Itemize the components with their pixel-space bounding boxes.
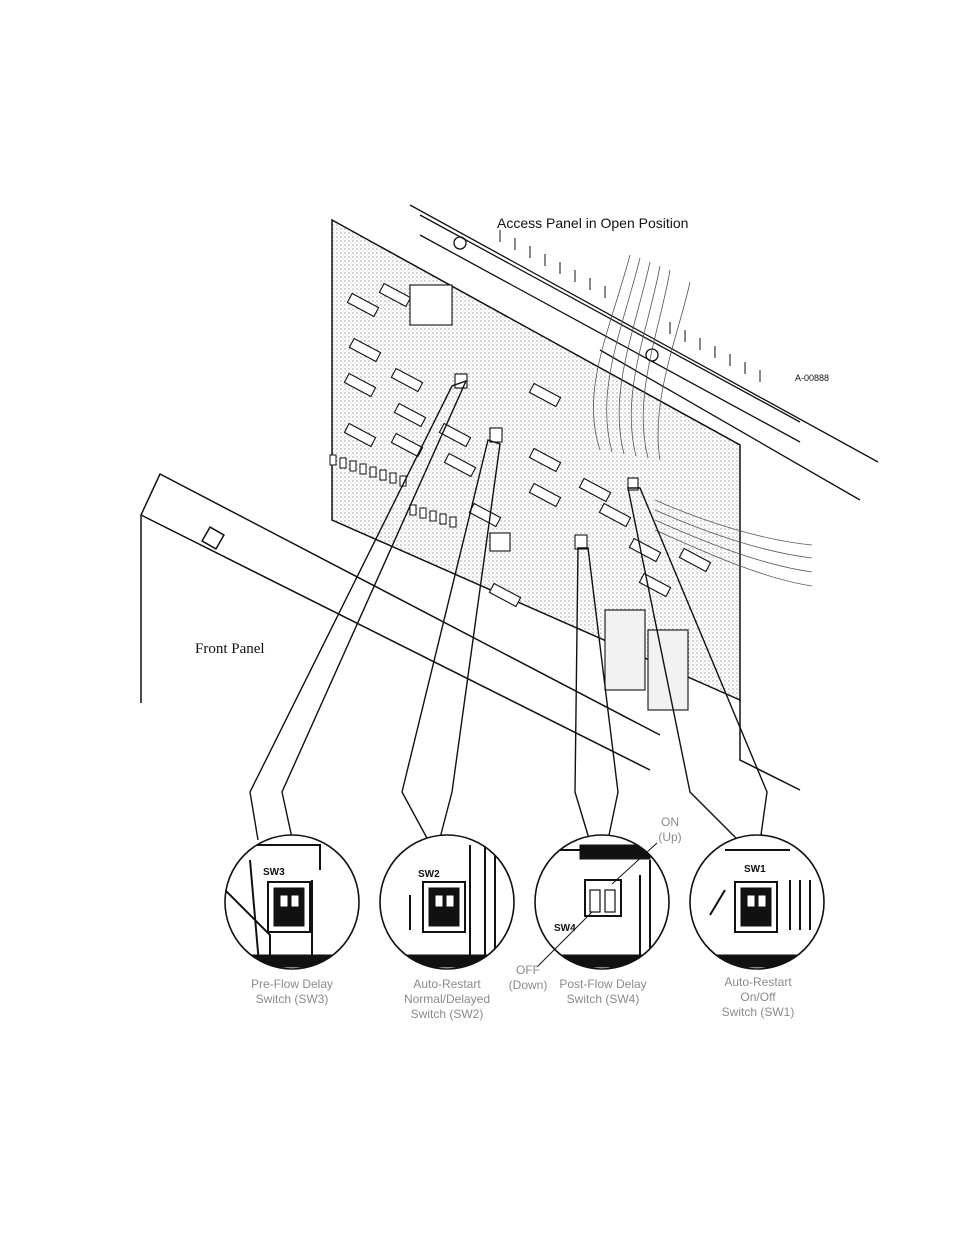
sw3-caption-line1: Pre-Flow Delay [250,977,334,991]
access-panel-label: Access Panel in Open Position [497,215,689,231]
sw4-tag: SW4 [554,923,576,934]
on-label-line1: ON [661,815,679,829]
sw1-caption: Auto-Restart On/Off Switch (SW1) [698,975,818,1020]
sw4-caption-line1: Post-Flow Delay [559,977,647,991]
front-panel-label: Front Panel [195,641,265,657]
on-label-line2: (Up) [658,830,682,844]
figure-id: A-00888 [795,373,830,383]
off-label: OFF (Down) [505,963,551,993]
on-label: ON (Up) [652,815,688,845]
switch-detail-sw4 [534,834,670,970]
switch-detail-sw2 [379,834,515,970]
ribbon-cable [593,254,813,587]
sw1-caption-line3: Switch (SW1) [721,1005,795,1019]
sw3-caption: Pre-Flow Delay Switch (SW3) [232,977,352,1007]
sw1-caption-line2: On/Off [740,990,776,1004]
callout-lines [249,379,768,843]
sw1-caption-line1: Auto-Restart [724,975,792,989]
capacitor-row [329,454,457,528]
on-off-leaders [536,842,658,968]
off-label-line1: OFF [516,963,540,977]
sw2-caption-line1: Auto-Restart [413,977,481,991]
sw2-caption: Auto-Restart Normal/Delayed Switch (SW2) [387,977,507,1022]
sw1-tag: SW1 [744,864,766,875]
board-components [343,282,712,711]
sw3-tag: SW3 [263,867,285,878]
switch-detail-sw3 [224,834,360,970]
sw2-caption-line3: Switch (SW2) [410,1007,484,1021]
hinge-knuckles [499,230,761,382]
sw4-caption-line2: Switch (SW4) [566,992,640,1006]
sw2-tag: SW2 [418,869,440,880]
sw4-caption: Post-Flow Delay Switch (SW4) [543,977,663,1007]
off-label-line2: (Down) [508,978,548,992]
switch-detail-sw1 [689,834,825,970]
front-panel [140,472,801,791]
sw3-caption-line2: Switch (SW3) [255,992,329,1006]
sw2-caption-line2: Normal/Delayed [403,992,491,1006]
